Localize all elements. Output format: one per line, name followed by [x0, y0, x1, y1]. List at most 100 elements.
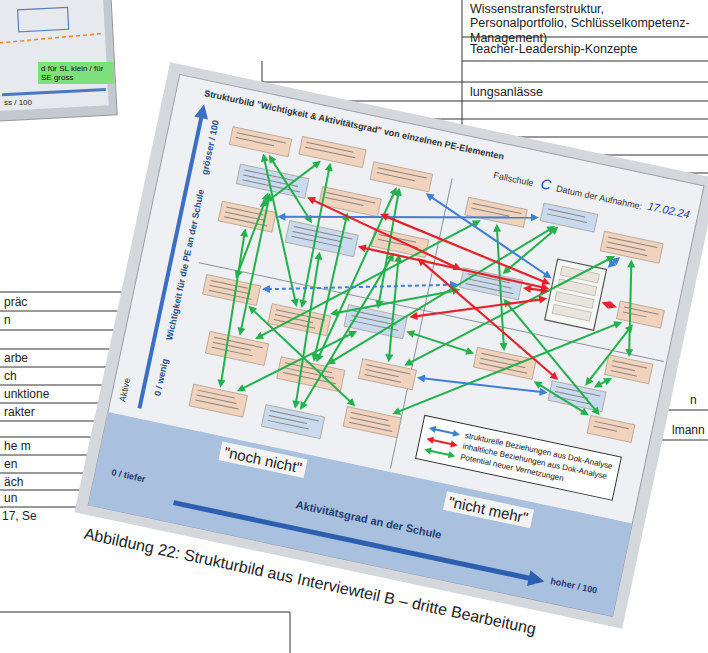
page-text: lmann: [672, 424, 705, 438]
arrow-head: [529, 213, 539, 222]
table-rule: [0, 292, 140, 293]
page-text: lungsanlässe: [470, 85, 543, 99]
table-rule: [262, 82, 708, 83]
scribble: [594, 426, 617, 431]
arrow-head: [233, 270, 243, 280]
page-text: arbe: [4, 352, 28, 366]
arrow-head: [602, 376, 612, 386]
poster-sheet: [88, 75, 704, 617]
arrow-head: [216, 379, 226, 389]
scribble: [612, 366, 635, 371]
poster-card: [299, 136, 366, 167]
sample-line: [435, 429, 455, 433]
arrow-head: [522, 283, 532, 293]
poster-card: [460, 268, 523, 300]
arrow-head: [448, 451, 456, 459]
arrow-head: [357, 243, 367, 252]
relation-arrow: [242, 314, 351, 409]
legend-sample: [426, 434, 459, 448]
scribble: [378, 168, 427, 178]
page-text: äch: [4, 476, 23, 490]
relation-arrow: [265, 156, 317, 213]
scribble: [326, 193, 375, 203]
relation-arrow: [379, 216, 551, 282]
scribble: [364, 374, 400, 382]
relation-arrow: [332, 190, 550, 400]
arrow-head: [277, 211, 287, 220]
page-text: ch: [4, 370, 17, 384]
relation-arrow: [398, 283, 617, 452]
table-rule: [660, 440, 708, 441]
photo-paper: [0, 0, 109, 111]
scribble: [268, 420, 309, 429]
arrow-head: [428, 424, 436, 432]
relation-arrow: [489, 303, 614, 410]
arrow-head: [260, 199, 270, 209]
scribble: [196, 395, 236, 404]
arrow-head: [315, 251, 325, 261]
arrow-head: [550, 371, 560, 380]
scribble: [479, 363, 527, 373]
poster-card: [205, 331, 268, 365]
relation-arrow: [614, 265, 647, 351]
relation-arrow: [404, 262, 571, 376]
scribble: [213, 342, 251, 350]
arrow-head: [545, 224, 555, 234]
frame-line: [290, 612, 291, 653]
relation-arrow: [283, 167, 533, 268]
arrow-head: [498, 341, 507, 351]
relation-arrow: [535, 384, 587, 412]
poster-card: [285, 221, 358, 257]
arrow-head: [627, 259, 636, 269]
scribble: [623, 312, 646, 317]
arrow-head: [298, 299, 307, 309]
relation-arrow: [529, 288, 543, 292]
arrow-head: [465, 347, 475, 357]
rotated-figure: Strukturbild "Wichtigkeit & Aktivitätsgr…: [66, 62, 708, 653]
arrow-head: [237, 383, 247, 393]
relation-arrow: [238, 310, 365, 402]
relation-arrow: [420, 197, 558, 275]
arrow-head: [409, 311, 419, 320]
y-axis-arrow: [139, 116, 201, 408]
photo-box: [18, 7, 69, 32]
poster-card: [343, 407, 401, 438]
scribble: [284, 368, 334, 379]
arrow-head: [379, 212, 389, 221]
page-text: rakter: [4, 406, 35, 420]
arrow-head: [240, 228, 250, 238]
legend-sample: [423, 445, 456, 459]
arrow-head: [236, 327, 245, 336]
arrow-head: [347, 397, 357, 406]
arrow-head: [580, 407, 590, 416]
relation-arrow: [303, 247, 391, 417]
arrow-head: [299, 401, 308, 411]
arrow-head: [624, 348, 633, 358]
poster-card: [189, 384, 247, 417]
card-item: [552, 304, 591, 321]
arrow-head: [291, 400, 301, 410]
arrow-head: [392, 407, 402, 416]
scribble: [195, 400, 238, 409]
page-text: Teacher-Leadership-Konzepte: [470, 42, 637, 56]
arrow-head: [416, 373, 426, 383]
arrow-head: [532, 380, 542, 389]
arrow-head: [404, 358, 414, 368]
frame-line: [0, 612, 290, 613]
scribble: [607, 242, 645, 250]
scribble: [237, 133, 286, 143]
arrow-head: [255, 331, 265, 341]
arrow-head: [452, 262, 462, 271]
scribble: [305, 147, 355, 158]
scribble: [224, 217, 267, 226]
page-text: n: [690, 394, 697, 408]
relation-arrow: [319, 184, 394, 365]
arrow-head: [527, 570, 546, 589]
small-photo: [0, 0, 117, 121]
scribble: [306, 142, 353, 152]
poster-card: [600, 231, 663, 263]
scribble: [325, 197, 363, 205]
arrow-head: [453, 429, 461, 437]
scribble: [270, 411, 319, 421]
